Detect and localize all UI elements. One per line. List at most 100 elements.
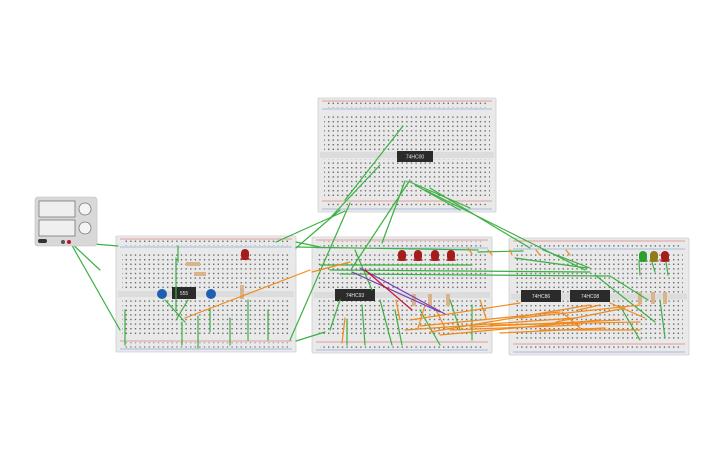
wire-orange[interactable] — [341, 317, 346, 344]
wire-orange[interactable] — [409, 302, 521, 321]
wire-green[interactable] — [361, 304, 366, 346]
power-supply-terminal-pos[interactable] — [67, 240, 71, 244]
wire-green[interactable] — [449, 299, 461, 331]
wire-orange[interactable] — [449, 324, 581, 331]
rail-holes — [326, 202, 488, 208]
wire-orange[interactable] — [479, 299, 487, 319]
wire-purple[interactable] — [351, 271, 441, 313]
wire-green[interactable] — [329, 299, 341, 331]
chip-74hc93[interactable]: 74HC93 — [335, 289, 375, 301]
wire-green[interactable] — [329, 269, 591, 273]
wire-green[interactable] — [330, 164, 381, 218]
power-supply-terminal-neg[interactable] — [61, 240, 65, 244]
wire-green[interactable] — [414, 184, 461, 211]
wires-red — [364, 269, 413, 311]
wire-orange[interactable] — [311, 261, 351, 273]
power-supply-knob-2[interactable] — [78, 221, 92, 235]
wire-green[interactable] — [394, 309, 403, 346]
wire-orange[interactable] — [565, 249, 571, 256]
wire-green[interactable] — [69, 241, 121, 331]
wire-green[interactable] — [659, 299, 666, 339]
rail-holes — [320, 241, 484, 247]
wire-green[interactable] — [175, 299, 189, 321]
resistor[interactable] — [428, 294, 432, 306]
chip-74hc86-label: 74HC86 — [532, 294, 551, 300]
wire-green[interactable] — [69, 241, 101, 271]
resistor[interactable] — [240, 285, 244, 299]
wire-orange[interactable] — [429, 304, 591, 333]
led-right-red[interactable] — [660, 251, 670, 262]
power-supply[interactable] — [34, 196, 98, 247]
capacitor-1[interactable] — [157, 289, 167, 299]
wire-green[interactable] — [339, 273, 611, 277]
resistor[interactable] — [651, 292, 655, 304]
led-right-yellow[interactable] — [649, 251, 659, 262]
wire-green[interactable] — [609, 275, 649, 301]
wire-green[interactable] — [424, 189, 586, 271]
led-right-green[interactable] — [638, 251, 648, 262]
wire-green[interactable] — [419, 309, 441, 346]
power-supply-screen-2 — [38, 219, 76, 237]
rail-holes — [517, 345, 681, 351]
wire-green[interactable] — [379, 299, 393, 346]
breadboard-left[interactable] — [115, 235, 297, 353]
wire-orange[interactable] — [489, 321, 641, 326]
led-mid-1[interactable] — [397, 250, 407, 261]
chip-74hc00[interactable]: 74HC00 — [397, 151, 433, 162]
led-mid-2[interactable] — [413, 250, 423, 261]
wire-green[interactable] — [344, 125, 404, 201]
wire-orange[interactable] — [555, 307, 626, 323]
wire-green[interactable] — [289, 202, 351, 341]
wire-orange[interactable] — [609, 302, 646, 319]
wire-orange[interactable] — [417, 304, 426, 329]
wire-orange[interactable] — [535, 249, 541, 256]
wire-orange[interactable] — [561, 311, 581, 329]
wire-orange[interactable] — [509, 249, 513, 256]
wire-green[interactable] — [651, 261, 656, 273]
wire-green[interactable] — [295, 246, 479, 251]
wire-orange[interactable] — [434, 307, 446, 329]
power-supply-knob-1[interactable] — [78, 202, 92, 216]
wire-purple[interactable] — [359, 267, 446, 315]
wire-orange[interactable] — [487, 249, 493, 256]
resistor[interactable] — [638, 292, 642, 304]
wire-green[interactable] — [409, 181, 471, 209]
wire-orange[interactable] — [184, 269, 311, 319]
resistor[interactable] — [186, 262, 200, 266]
wire-red[interactable] — [364, 269, 413, 311]
wire-green[interactable] — [429, 187, 531, 249]
wire-green[interactable] — [619, 305, 641, 341]
capacitor-2[interactable] — [206, 289, 216, 299]
resistor[interactable] — [663, 292, 667, 304]
wire-orange[interactable] — [404, 317, 576, 331]
power-supply-switch[interactable] — [38, 239, 47, 243]
wire-orange[interactable] — [467, 247, 473, 255]
rail-holes — [124, 240, 288, 246]
wire-green[interactable] — [295, 209, 341, 249]
wire-green[interactable] — [295, 331, 326, 342]
wire-green[interactable] — [542, 249, 591, 269]
chip-555-label: 555 — [180, 291, 189, 297]
chip-555[interactable]: 555 — [172, 287, 196, 299]
led-left[interactable] — [240, 249, 250, 260]
wire-orange[interactable] — [395, 299, 401, 321]
resistor[interactable] — [194, 272, 206, 276]
wire-green[interactable] — [594, 274, 656, 323]
wire-green[interactable] — [514, 257, 588, 269]
wire-green[interactable] — [638, 261, 641, 276]
wire-green[interactable] — [295, 241, 321, 248]
wire-green[interactable] — [164, 299, 186, 323]
breadboards-layer — [115, 97, 690, 356]
led-mid-4[interactable] — [446, 250, 456, 261]
terminal-strip — [122, 252, 290, 290]
chip-74hc86[interactable]: 74HC86 — [521, 290, 561, 302]
wire-green[interactable] — [381, 180, 406, 244]
wire-green[interactable] — [665, 261, 669, 276]
led-mid-3[interactable] — [430, 250, 440, 261]
chip-74hc08[interactable]: 74HC08 — [570, 290, 610, 302]
resistor[interactable] — [446, 294, 450, 306]
wire-green[interactable] — [477, 250, 524, 253]
rail-holes — [320, 343, 484, 349]
wire-orange[interactable] — [577, 304, 601, 311]
